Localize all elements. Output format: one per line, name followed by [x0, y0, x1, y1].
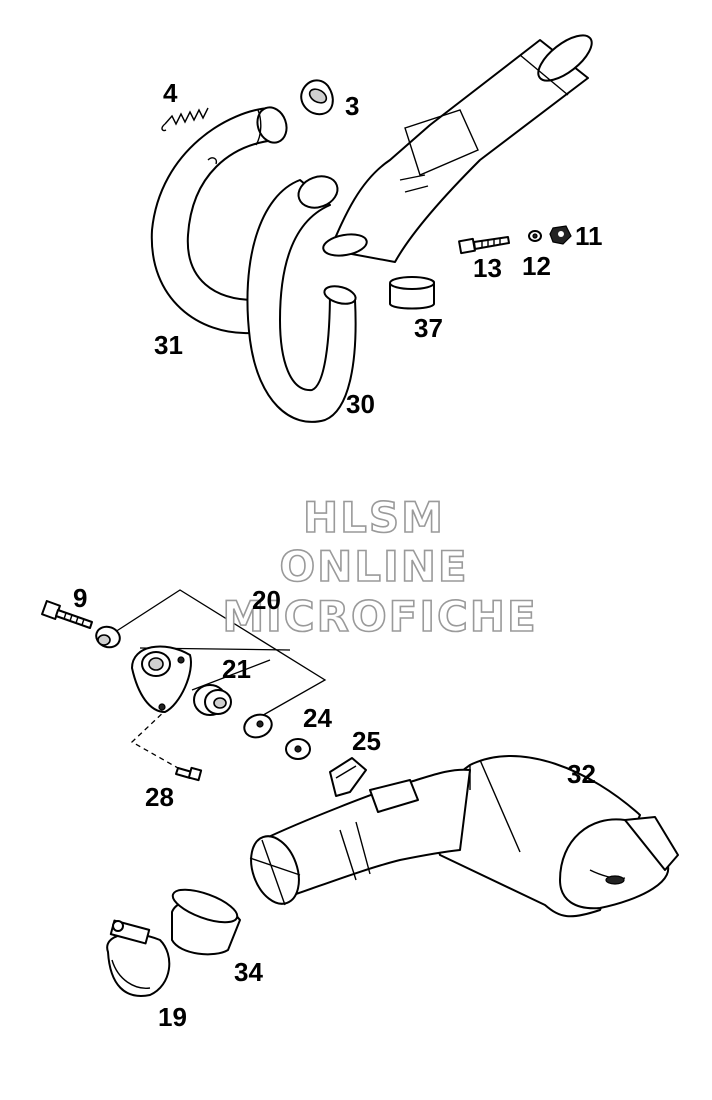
washer-small	[243, 713, 273, 739]
callout-12: 12	[522, 251, 551, 281]
callout-4: 4	[163, 78, 178, 108]
watermark: HLSM ONLINE MICROFICHE	[222, 492, 537, 642]
grommet-part-21	[193, 684, 232, 716]
washer-part-12	[528, 230, 542, 242]
collector-pipe	[322, 34, 593, 263]
bolt-part-9	[41, 600, 93, 629]
screw-part-28	[175, 766, 203, 782]
callout-20: 20	[252, 585, 281, 615]
callout-labels: 3 4 9 11 12 13 19 20 21 24 25 28 30 31 3…	[73, 78, 603, 1032]
callout-21: 21	[222, 654, 251, 684]
clip-nut-part-25	[329, 757, 367, 797]
callout-13: 13	[473, 253, 502, 283]
header-pipe-30	[246, 175, 357, 423]
callout-19: 19	[158, 1002, 187, 1032]
callout-28: 28	[145, 782, 174, 812]
watermark-line-3: MICROFICHE	[222, 592, 537, 641]
spring-part-4	[161, 107, 209, 132]
callout-31: 31	[154, 330, 183, 360]
callout-9: 9	[73, 583, 87, 613]
gasket-part-3	[300, 79, 334, 116]
watermark-line-2: ONLINE	[279, 542, 468, 591]
bolt-part-13	[458, 236, 510, 255]
callout-24: 24	[303, 703, 332, 733]
callout-11: 11	[575, 221, 603, 251]
callout-37: 37	[414, 313, 443, 343]
watermark-line-1: HLSM	[303, 493, 445, 542]
spacer-washer	[95, 625, 121, 649]
callout-32: 32	[567, 759, 596, 789]
sleeve-part-37	[389, 276, 435, 310]
callout-25: 25	[352, 726, 381, 756]
clamp-part-19	[106, 919, 171, 997]
callout-34: 34	[234, 957, 263, 987]
bracket-part-20	[131, 645, 192, 713]
callout-3: 3	[345, 91, 359, 121]
silencer-part-32	[435, 754, 679, 918]
silencer-inlet-pipe	[249, 768, 471, 906]
nut-part-11	[549, 225, 572, 245]
washer-part-24	[285, 738, 311, 760]
callout-30: 30	[346, 389, 375, 419]
sleeve-part-34	[171, 888, 241, 956]
